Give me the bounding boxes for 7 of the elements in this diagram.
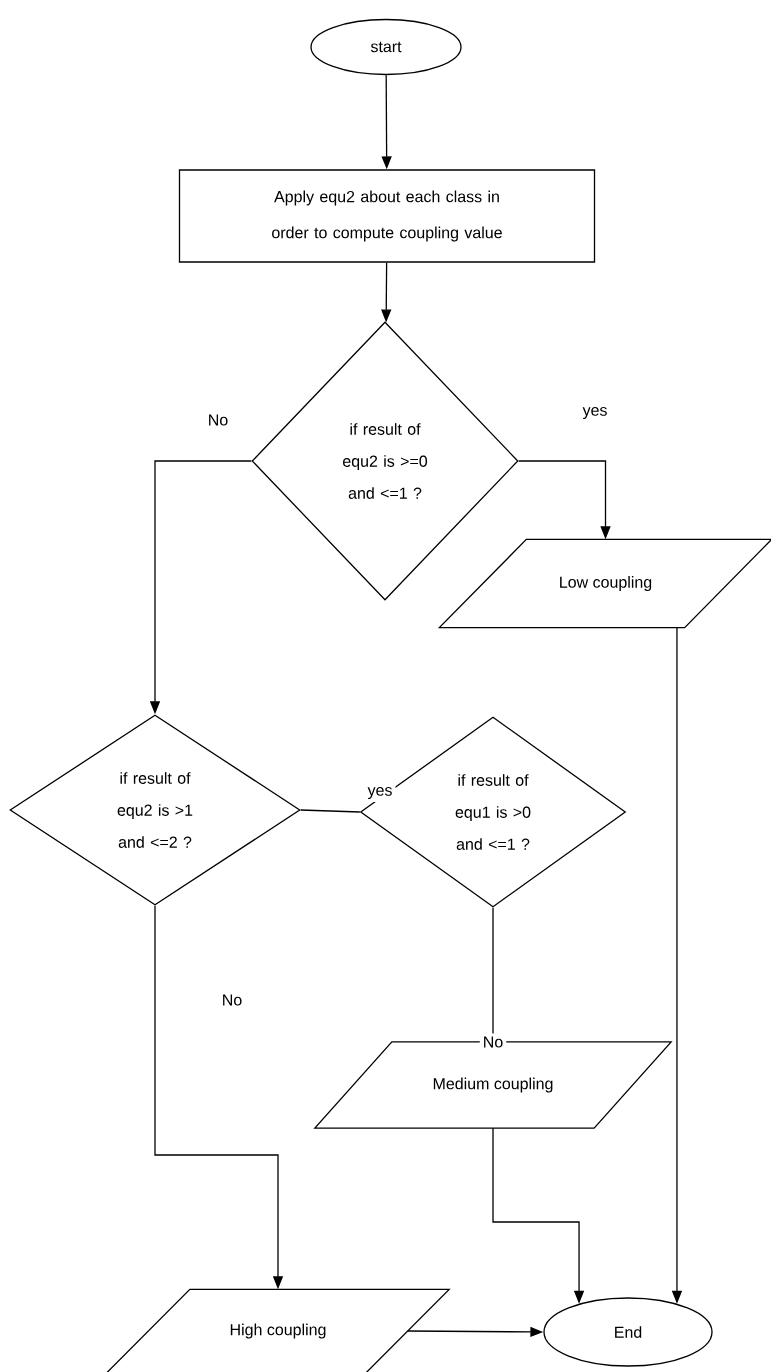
edge-label: yes: [364, 784, 396, 802]
edge-label: No: [218, 991, 246, 1009]
process-box: Apply equ2 about each class in order to compute coupling value: [178, 169, 596, 263]
edge-label: No: [204, 411, 232, 429]
edge-label: No: [479, 1033, 507, 1051]
edge-label: yes: [579, 404, 611, 422]
connector-line: [300, 809, 361, 813]
